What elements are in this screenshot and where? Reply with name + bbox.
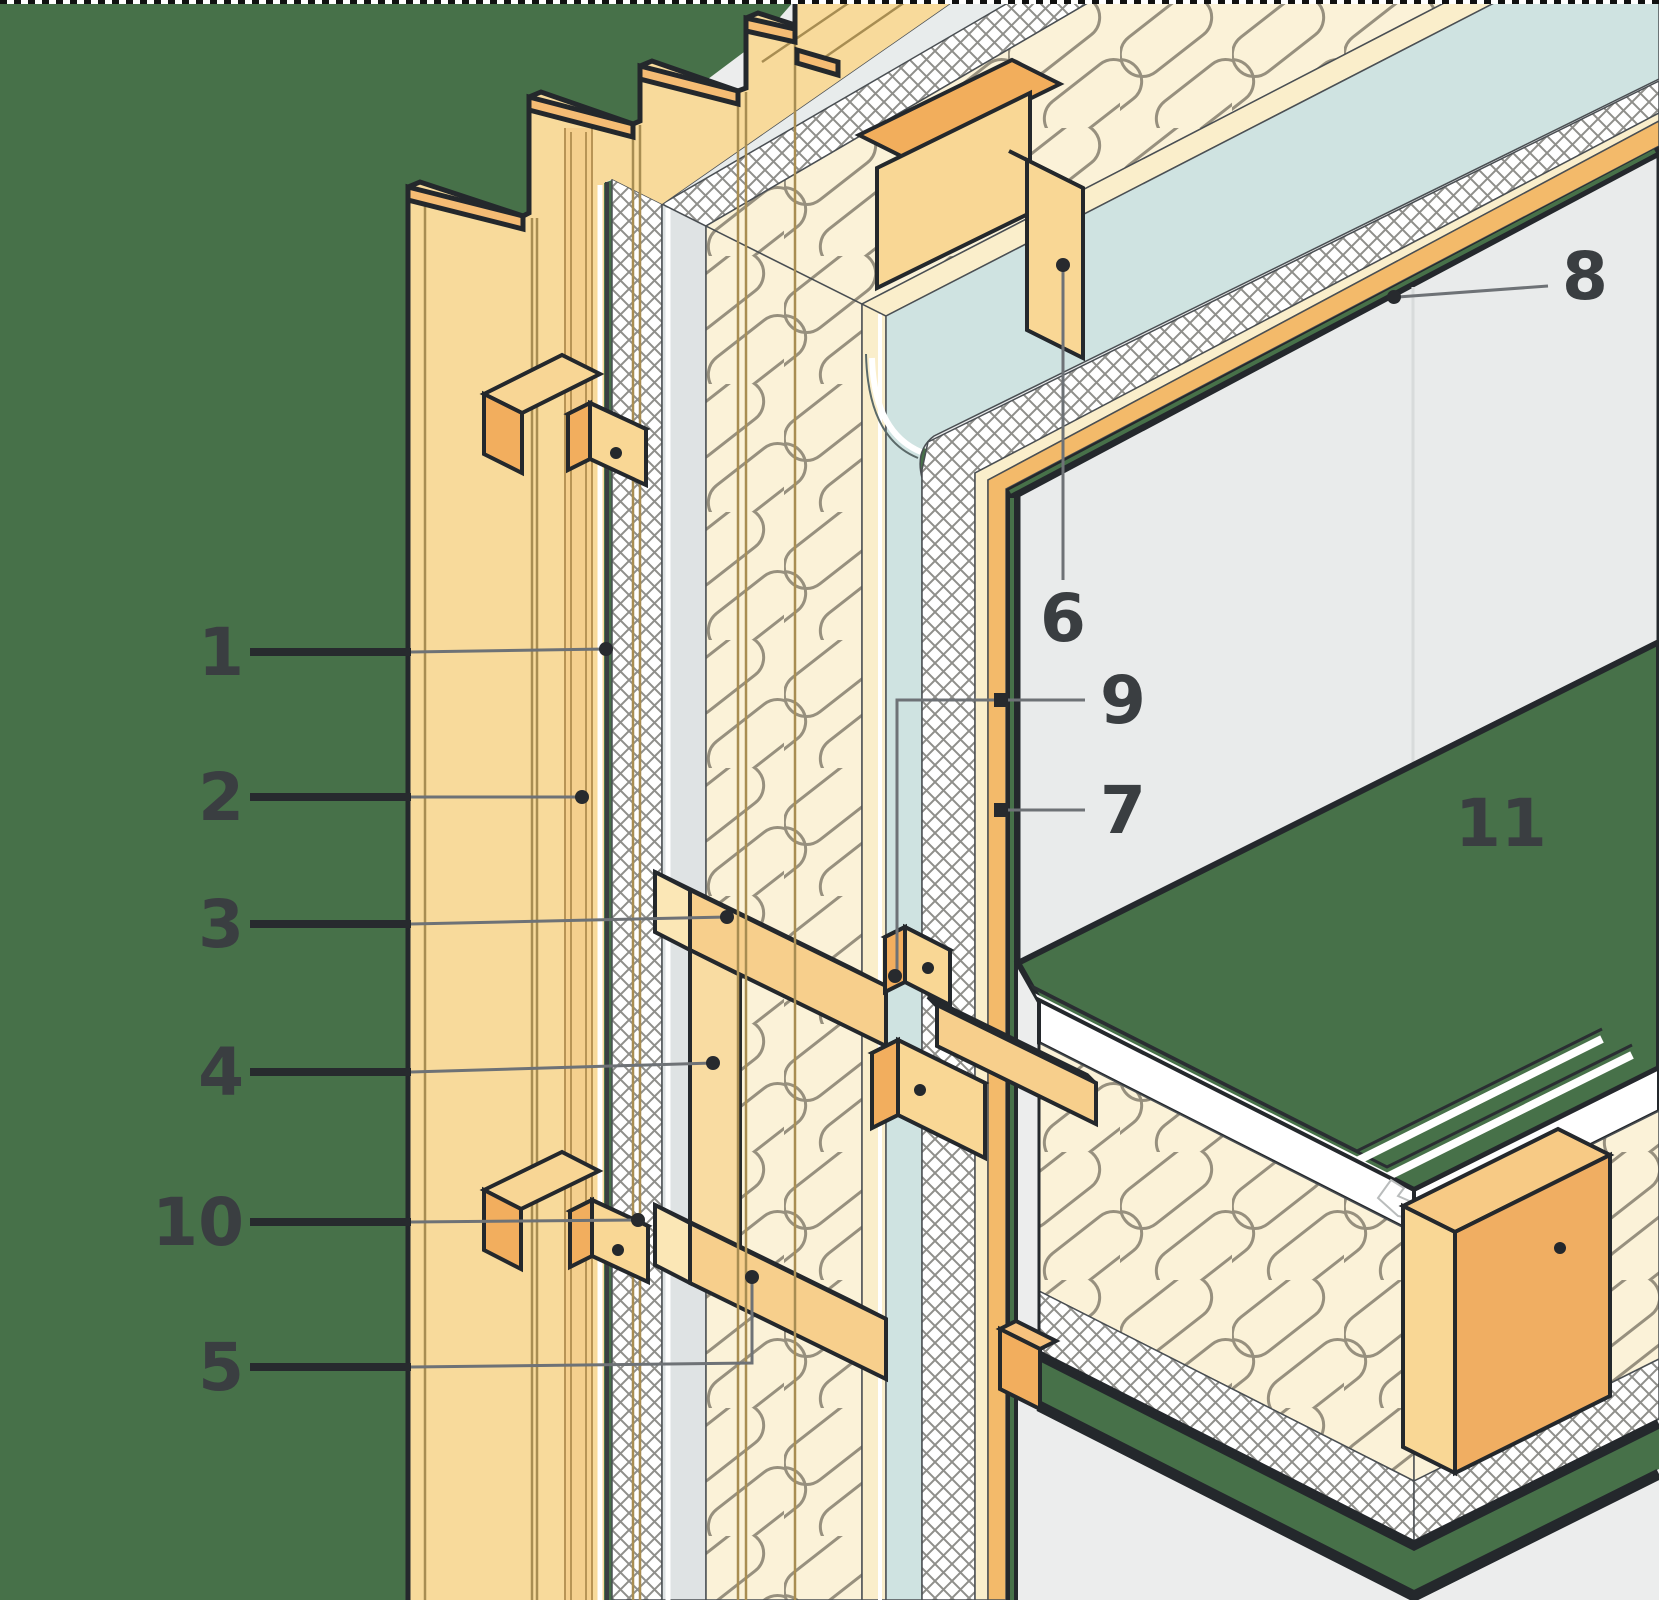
nailer-beam-upper — [479, 352, 605, 477]
leader-dot-4 — [706, 1056, 720, 1070]
leader-dot-10 — [631, 1213, 645, 1227]
label-text-7: 7 — [1100, 772, 1146, 849]
cladding-battens — [479, 352, 653, 1286]
fastener-dots — [610, 447, 1566, 1256]
vapour-barrier-fold-edge — [865, 353, 919, 459]
nailer-beam-lower — [479, 1149, 604, 1273]
interior-board-plane — [1015, 151, 1659, 968]
label-5: 5 — [198, 1270, 759, 1406]
floor-underside-edge1 — [1036, 1351, 1659, 1553]
batten-block-b — [867, 1036, 990, 1162]
corner-stud-front — [1401, 1202, 1457, 1477]
corner-stud-side — [1453, 1151, 1612, 1477]
label-3: 3 — [198, 886, 734, 963]
label-text-2: 2 — [198, 759, 244, 836]
label-11: 11 — [1455, 785, 1547, 862]
leader-dot-2 — [575, 790, 589, 804]
nail-dot — [610, 447, 622, 459]
label-2: 2 — [198, 759, 589, 836]
label-text-4: 4 — [198, 1034, 244, 1111]
label-8: 8 — [1387, 238, 1608, 315]
leader-dot-5 — [745, 1270, 759, 1284]
leader-dot-6 — [1056, 258, 1070, 272]
label-text-8: 8 — [1562, 238, 1608, 315]
inner-board-strip — [861, 302, 887, 1600]
label-text-1: 1 — [198, 614, 244, 691]
floor-underside-green — [1039, 1361, 1659, 1591]
nail-dot — [922, 962, 934, 974]
stud-4-front — [688, 946, 742, 1257]
batten-block-upper — [563, 399, 651, 489]
nail-dot — [914, 1084, 926, 1096]
leader-dot-9 — [888, 969, 902, 983]
label-text-9: 9 — [1100, 662, 1146, 739]
label-7: 7 — [994, 772, 1146, 849]
cladding-silhouette-outline — [405, 0, 798, 1600]
label-text-5: 5 — [198, 1329, 244, 1406]
label-1: 1 — [198, 614, 613, 691]
floor-underside-edge2 — [1036, 1401, 1659, 1600]
floor-assembly — [995, 638, 1659, 1600]
vapour-barrier-fold-highlight — [869, 357, 923, 455]
nail-dot — [612, 1244, 624, 1256]
leader-dot-3 — [720, 910, 734, 924]
floor-batten-front — [935, 1001, 1098, 1128]
leader-dot-1 — [599, 642, 613, 656]
cover-batten — [565, 128, 592, 1600]
label-9: 9 — [888, 662, 1146, 983]
label-text-6: 6 — [1040, 580, 1086, 657]
floor-corner-stud — [1398, 1126, 1615, 1477]
label-text-10: 10 — [152, 1184, 244, 1261]
labels-layer: 1 2 3 4 10 5 69 7 8 11 — [152, 238, 1608, 1406]
top-plate-top-face — [854, 57, 1065, 162]
leader-square-dot-7 — [994, 803, 1008, 817]
label-text-11: 11 — [1455, 785, 1547, 862]
leader-dot-8 — [1387, 290, 1401, 304]
nail-dot — [1554, 1242, 1566, 1254]
label-text-3: 3 — [198, 886, 244, 963]
label-6: 6 — [1040, 258, 1086, 657]
leader-square-dot-9 — [994, 693, 1008, 707]
label-10: 10 — [152, 1184, 645, 1261]
underfloor-batten-end — [995, 1318, 1061, 1413]
label-4: 4 — [198, 1034, 720, 1111]
stud-6-front — [1025, 156, 1085, 362]
